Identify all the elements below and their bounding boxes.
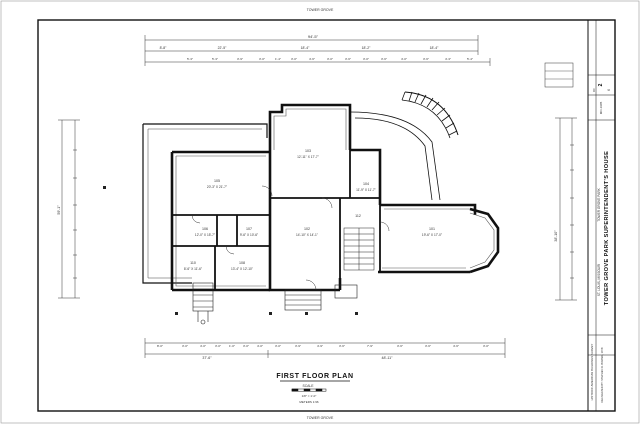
project-location: ST. LOUIS, MISSOURI <box>597 264 601 297</box>
right-dimension-strings <box>555 117 577 301</box>
dim-bottom-label: 4'-9" <box>317 344 323 348</box>
plan-title-block: FIRST FLOOR PLAN SCALE 1/8" = 1'-0" METE… <box>276 373 353 404</box>
dim-overall-top: 94'-5" <box>308 34 319 39</box>
plan-title: FIRST FLOOR PLAN <box>276 373 353 380</box>
scale-bar <box>291 388 327 392</box>
title-block: TOWER GROVE PARK SUPERINTENDENT'S HOUSE … <box>587 20 615 411</box>
dim-top-row2-label: 3'-0" <box>259 57 265 61</box>
dim-bottom-label: 1'-0" <box>229 344 235 348</box>
dim-top-row2-label: 3'-9" <box>237 57 243 61</box>
dim-top-row-label: 8'-8" <box>160 46 168 50</box>
room-number: 112 <box>355 214 361 218</box>
room-number: 101 <box>429 227 435 231</box>
dim-top-row2-label: 1'-4" <box>275 57 281 61</box>
dim-top-row-label: 18'-4" <box>430 46 439 50</box>
dim-bottom-label: 3'-9" <box>295 344 301 348</box>
room-size: 8'-6" X 11'-6" <box>184 267 202 271</box>
survey-agency: HISTORIC AMERICAN BUILDINGS SURVEY <box>590 343 594 400</box>
room-number: 104 <box>363 182 369 186</box>
sheet-total: 6 <box>607 89 611 91</box>
dim-top-row-label: 18'-2" <box>362 46 371 50</box>
dim-right-total: 38'-10" <box>554 230 558 242</box>
dim-bottom-label: 3'-0" <box>182 344 188 348</box>
room-number: 103 <box>305 149 311 153</box>
column-markers <box>103 186 358 315</box>
veranda-outline <box>142 123 268 284</box>
dim-bottom-total-right: 48'-11" <box>382 356 394 360</box>
project-subtitle: TOWER GROVE PARK <box>597 187 601 221</box>
room-labels: 105 20'-3" X 21'-7" 103 12'-11" X 17'-7"… <box>184 149 442 271</box>
dim-top-row2-label: 3'-6" <box>345 57 351 61</box>
dim-top-row2-label: 4'-3" <box>445 57 451 61</box>
curved-porch <box>349 91 459 201</box>
dim-top-row2-label: 4'-0" <box>401 57 407 61</box>
dim-bottom-label: 8'-0" <box>157 344 163 348</box>
dim-top-row2-label: 3'-6" <box>423 57 429 61</box>
dim-bottom-label: 3'-0" <box>243 344 249 348</box>
dim-bottom-row: 8'-0" 3'-0" 4'-0" 3'-0" 1'-0" 3'-0" 4'-0… <box>157 344 489 348</box>
dim-bottom-label: 3'-6" <box>425 344 431 348</box>
dim-top-row2-label: 5'-4" <box>467 57 473 61</box>
room-size: 20'-3" X 21'-7" <box>207 185 227 189</box>
interior-walls <box>172 150 381 290</box>
room-number: 106 <box>202 227 208 231</box>
bottom-dimension-strings <box>144 338 506 358</box>
scale-note: 1/8" = 1'-0" <box>302 394 317 398</box>
dim-top-row-label: 18'-4" <box>301 46 310 50</box>
dim-bottom-total-left: 37'-6" <box>202 356 212 360</box>
room-number: 108 <box>239 261 245 265</box>
dim-bottom-label: 4'-0" <box>200 344 206 348</box>
room-number: 107 <box>246 227 252 231</box>
dim-bottom-label: 3'-0" <box>483 344 489 348</box>
room-number: 102 <box>304 227 310 231</box>
room-number: 110 <box>190 261 196 265</box>
dim-top-row: 8'-8" 22'-5" 18'-4" 18'-2" 18'-4" <box>160 46 439 50</box>
dim-bottom-label: 4'-6" <box>453 344 459 348</box>
scale-label: SCALE <box>302 384 314 388</box>
top-dimension-strings <box>144 35 491 66</box>
sheet-number: 2 <box>598 83 604 86</box>
room-number: 105 <box>214 179 220 183</box>
dim-top-row2-label: 3'-6" <box>381 57 387 61</box>
dim-left-total: 59'-1" <box>57 205 61 215</box>
left-dimension-strings <box>58 119 80 299</box>
sheet-top-mark: TOWER GROVE <box>307 8 334 12</box>
dim-top-row2-label: 4'-6" <box>309 57 315 61</box>
dim-top-row2-label: 3'-0" <box>363 57 369 61</box>
scale-note-metric: METERS 1:96 <box>299 400 319 404</box>
room-size: 12'-11" X 17'-7" <box>297 155 319 159</box>
west-steps <box>192 282 214 325</box>
front-steps <box>284 284 358 311</box>
sheet-bottom-mark: TOWER GROVE <box>307 416 334 420</box>
dim-bottom-label: 3'-6" <box>339 344 345 348</box>
room-size: 12'-0" X 15'-7" <box>195 233 215 237</box>
dim-bottom-label: 3'-0" <box>215 344 221 348</box>
door-swings <box>191 185 390 291</box>
room-size: 14'-10" X 14'-1" <box>296 233 318 237</box>
dim-bottom-label: 4'-0" <box>257 344 263 348</box>
dim-top-row2: 5'-3" 5'-3" 3'-9" 3'-0" 1'-4" 3'-0" 4'-6… <box>187 57 473 61</box>
dim-top-row2-label: 5'-3" <box>212 57 218 61</box>
sheet-border <box>37 19 616 412</box>
room-size: 19'-6" X 17'-0" <box>422 233 442 237</box>
hist-stamp <box>544 62 574 88</box>
room-size: 13'-4" X 12'-10" <box>231 267 253 271</box>
stair <box>343 227 375 271</box>
dim-bottom-label: 3'-6" <box>397 344 403 348</box>
dim-bottom-label: 3'-0" <box>275 344 281 348</box>
dim-top-row2-label: 5'-3" <box>187 57 193 61</box>
survey-number: MO-1905 <box>599 101 603 114</box>
dim-top-row-label: 22'-5" <box>218 46 227 50</box>
bay-window <box>469 207 500 274</box>
sheet-of: OF <box>592 88 596 92</box>
floor-plan <box>103 91 500 325</box>
project-title: TOWER GROVE PARK SUPERINTENDENT'S HOUSE <box>604 151 610 305</box>
room-size: 9'-6" X 10'-6" <box>240 233 258 237</box>
room-size: 11'-9" X 11'-7" <box>356 188 376 192</box>
dim-top-row2-label: 3'-0" <box>291 57 297 61</box>
delineator: DELINEATED BY: STEPHEN D. BOWER, 1978 <box>600 347 604 402</box>
dim-bottom-label: 7'-9" <box>367 344 373 348</box>
dim-top-row2-label: 3'-0" <box>327 57 333 61</box>
